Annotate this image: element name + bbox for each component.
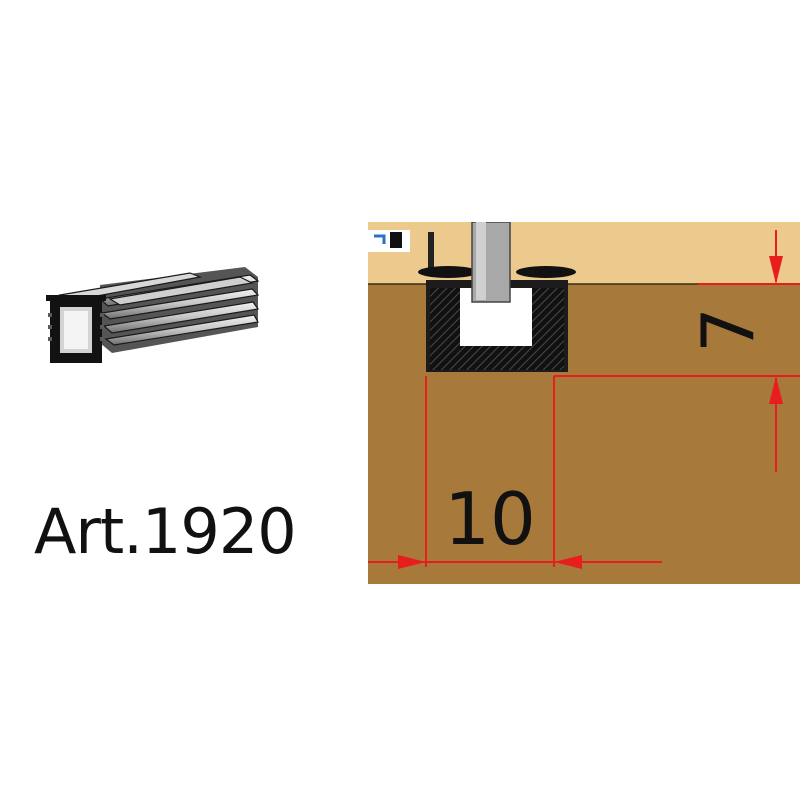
u-channel-profile-icon <box>46 267 260 363</box>
width-dimension-value: 10 <box>444 477 536 561</box>
arrow-left-icon <box>554 555 582 569</box>
arrow-up-icon <box>769 376 783 404</box>
arrow-right-icon <box>398 555 426 569</box>
u-channel-cross-section <box>418 266 576 372</box>
cross-section-diagram: 10 7 <box>368 222 800 584</box>
arrow-down-icon <box>769 256 783 284</box>
article-number-label: Art.1920 <box>34 495 297 568</box>
height-dimension-value: 7 <box>686 307 770 353</box>
